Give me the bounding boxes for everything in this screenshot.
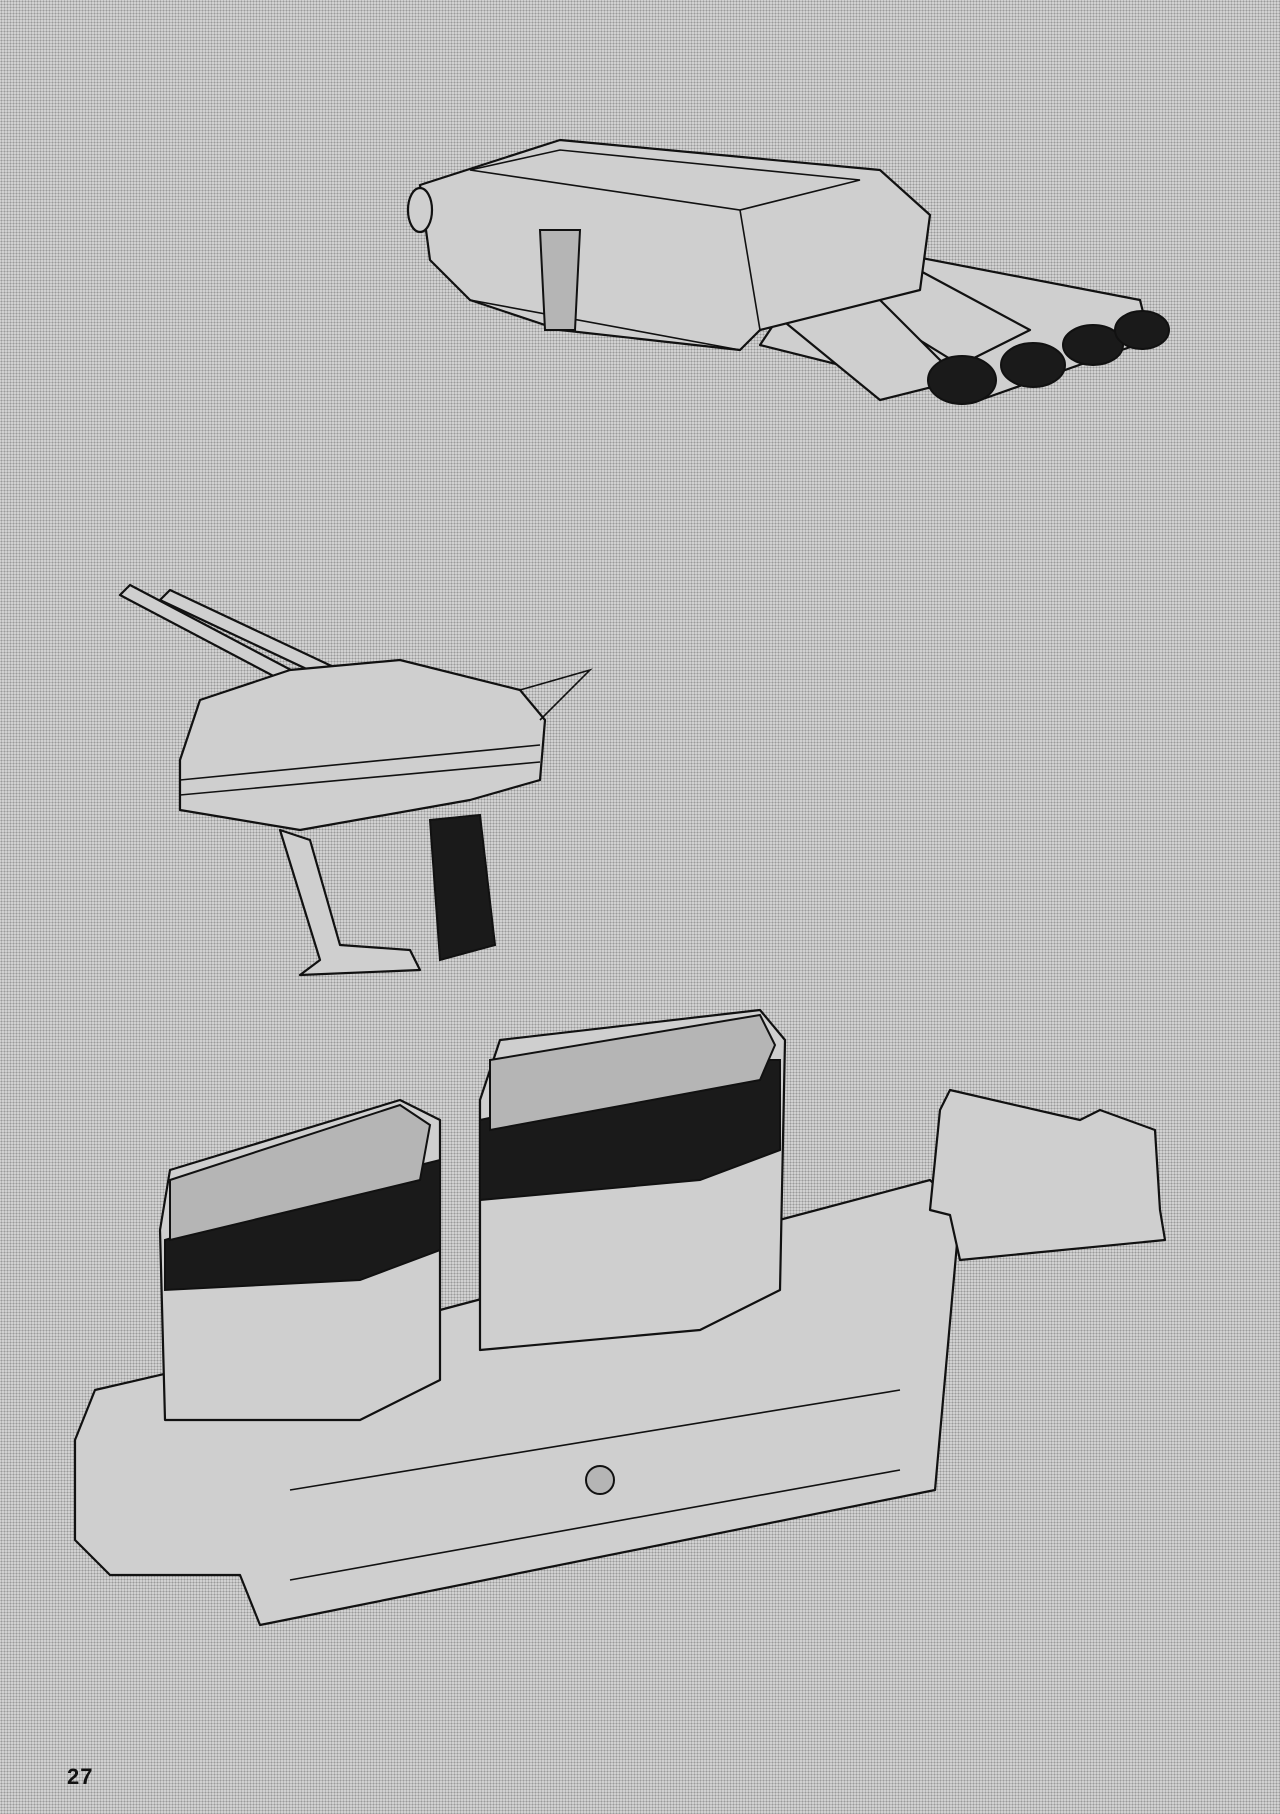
gun-turret-pistol-grip-illustration: [118, 583, 593, 977]
triple-turret-illustration: [406, 138, 1170, 405]
funnel-left: [158, 1098, 442, 1422]
gun-turret-body: [178, 658, 547, 832]
twin-funnel-hull-illustration: [73, 1008, 1167, 1627]
funnel-right: [478, 1008, 787, 1352]
page-number: 27: [67, 1764, 94, 1789]
